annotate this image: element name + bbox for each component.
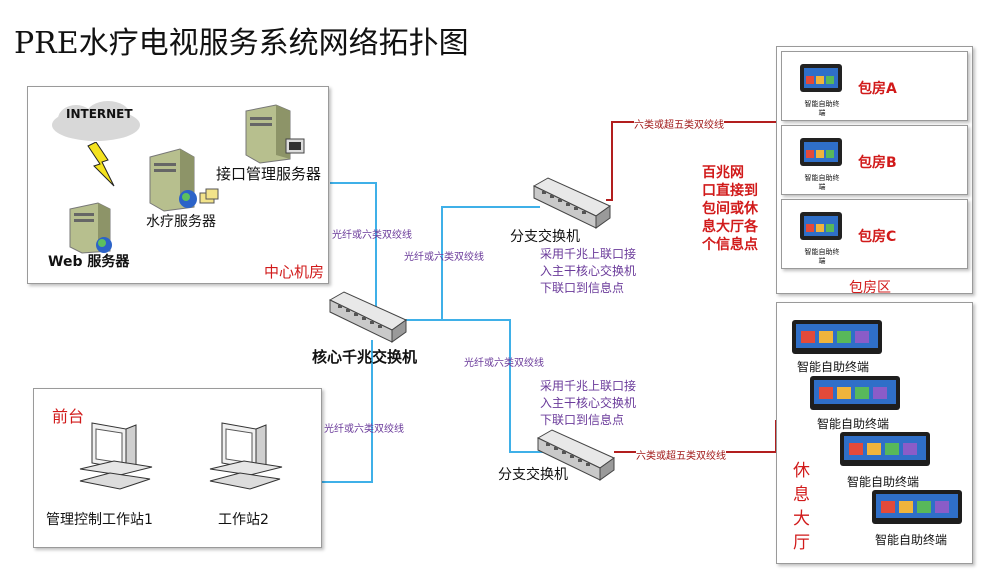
workstation1-label: 管理控制工作站1 bbox=[46, 512, 153, 528]
lounge-terminal-1-icon bbox=[792, 320, 882, 354]
branch-switch-top-label: 分支交换机 bbox=[510, 229, 580, 245]
room-b-panel: 智能自助终端 包房B bbox=[781, 125, 968, 195]
room-c-terminal-label: 智能自助终端 bbox=[804, 248, 840, 265]
workstation2-label: 工作站2 bbox=[218, 512, 269, 528]
room-c-terminal-icon bbox=[800, 212, 842, 240]
room-c-panel: 智能自助终端 包房C bbox=[781, 199, 968, 269]
interface-server-icon bbox=[245, 104, 305, 164]
blue-links bbox=[322, 182, 548, 483]
megabit-note: 百兆网 口直接到 包间或休 息大厅各 个信息点 bbox=[702, 165, 758, 253]
lounge-terminal-2-label: 智能自助终端 bbox=[817, 417, 890, 431]
room-b-label: 包房B bbox=[858, 155, 897, 171]
link-core-branch-bottom bbox=[400, 319, 548, 453]
link-label-branch-bottom-lounge: 六类或超五类双绞线 bbox=[636, 447, 726, 462]
room-a-panel: 智能自助终端 包房A bbox=[781, 51, 968, 121]
room-c-label: 包房C bbox=[858, 229, 897, 245]
room-b-terminal-icon bbox=[800, 138, 842, 166]
center-room-panel: INTERNET Web 服务器 水疗服务器 接口管理服务器 bbox=[27, 86, 329, 284]
internet-cloud-icon bbox=[52, 101, 140, 141]
interface-server-label: 接口管理服务器 bbox=[216, 165, 322, 183]
workstation1-icon bbox=[79, 422, 153, 490]
workstation2-icon bbox=[209, 422, 283, 490]
link-label-frontdesk-core: 光纤或六类双绞线 bbox=[324, 424, 404, 435]
spa-server-label: 水疗服务器 bbox=[146, 214, 216, 230]
front-desk-panel: 前台 管理控制工作站1 工作站2 bbox=[33, 388, 322, 548]
branch-switch-top-icon bbox=[532, 177, 611, 229]
internet-label: INTERNET bbox=[66, 107, 133, 121]
link-label-branch-top-rooms: 六类或超五类双绞线 bbox=[634, 116, 724, 131]
room-b-terminal-label: 智能自助终端 bbox=[804, 174, 840, 191]
page-title: PRE水疗电视服务系统网络拓扑图 bbox=[14, 26, 469, 61]
core-switch-label: 核心千兆交换机 bbox=[312, 348, 418, 366]
room-a-terminal-icon bbox=[800, 64, 842, 92]
spa-server-icon bbox=[149, 148, 219, 212]
lightning-icon bbox=[87, 142, 115, 187]
room-a-terminal-label: 智能自助终端 bbox=[804, 100, 840, 117]
lounge-panel: 智能自助终端 智能自助终端 智能自助终端 智能自助终端 休 息 大 厅 bbox=[776, 302, 973, 564]
lounge-terminal-2-icon bbox=[810, 376, 900, 410]
center-room-label: 中心机房 bbox=[264, 263, 325, 281]
lounge-terminal-4-label: 智能自助终端 bbox=[875, 533, 948, 547]
room-zone-label: 包房区 bbox=[849, 280, 891, 296]
link-interface-core bbox=[330, 182, 377, 310]
lounge-terminal-1-label: 智能自助终端 bbox=[797, 360, 870, 374]
lounge-terminal-4-icon bbox=[872, 490, 962, 524]
lounge-terminal-3-icon bbox=[840, 432, 930, 466]
room-a-label: 包房A bbox=[858, 81, 897, 97]
web-server-label: Web 服务器 bbox=[48, 254, 130, 270]
link-label-interface-core: 光纤或六类双绞线 bbox=[332, 230, 412, 241]
front-desk-label: 前台 bbox=[52, 407, 85, 426]
core-switch-icon bbox=[328, 291, 407, 343]
branch-switch-bottom-label: 分支交换机 bbox=[498, 467, 568, 483]
branch-switch-bottom-icon bbox=[536, 429, 615, 481]
lounge-terminal-3-label: 智能自助终端 bbox=[847, 475, 920, 489]
web-server-icon bbox=[69, 202, 112, 254]
branch-switch-bottom-note: 采用千兆上联口接 入主干核心交换机 下联口到信息点 bbox=[540, 379, 637, 427]
room-zone-panel: 智能自助终端 包房A 智能自助终端 包房B 智能自助终端 包房C 包房区 bbox=[776, 46, 973, 296]
lounge-label: 休 息 大 厅 bbox=[793, 461, 810, 553]
link-frontdesk-core bbox=[322, 340, 373, 483]
branch-switch-top-note: 采用千兆上联口接 入主干核心交换机 下联口到信息点 bbox=[540, 247, 637, 295]
link-label-core-branch-bottom: 光纤或六类双绞线 bbox=[464, 358, 544, 369]
link-label-core-branch-top: 光纤或六类双绞线 bbox=[404, 252, 484, 263]
